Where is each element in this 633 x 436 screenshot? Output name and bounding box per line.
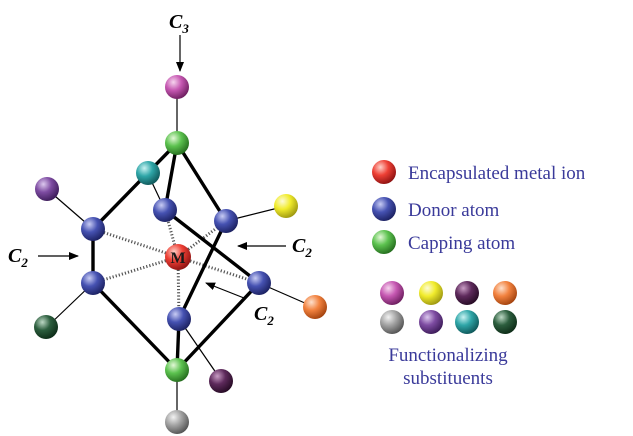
substituent-atoms [34, 75, 327, 434]
donor-atom [81, 271, 105, 295]
legend-donor-swatch [372, 197, 396, 221]
substituent-green-atom [34, 315, 58, 339]
legend: Encapsulated metal ion Donor atom Cappin… [372, 160, 586, 389]
capping-atom-bottom [165, 358, 189, 382]
bond-donor-plum [178, 318, 222, 381]
substituent-yellow-atom [274, 194, 298, 218]
legend-metal-label: Encapsulated metal ion [408, 163, 586, 184]
capping-atoms [165, 131, 189, 382]
substituent-swatches [380, 281, 517, 334]
swatch-orange [493, 281, 517, 305]
substituent-plum-atom [209, 369, 233, 393]
donor-atom [81, 217, 105, 241]
c2-left-label: C2 [8, 245, 28, 270]
substituents-title-line2: substituents [403, 368, 493, 389]
substituents-title-line1: Functionalizing [388, 345, 508, 366]
donor-atoms [81, 198, 271, 331]
donor-atom [247, 271, 271, 295]
swatch-grey [380, 310, 404, 334]
legend-donor-label: Donor atom [408, 200, 500, 221]
metal-label: M [170, 250, 185, 267]
c3-label: C3 [169, 11, 189, 36]
legend-metal-swatch [372, 160, 396, 184]
capping-atom-top [165, 131, 189, 155]
substituent-purple-atom [35, 177, 59, 201]
substituent-teal-atom [136, 161, 160, 185]
swatch-green [493, 310, 517, 334]
swatch-teal [455, 310, 479, 334]
donor-atom [214, 209, 238, 233]
donor-atom [167, 307, 191, 331]
substituent-orange-atom [303, 295, 327, 319]
legend-capping-label: Capping atom [408, 233, 515, 254]
substituent-pink-atom [165, 75, 189, 99]
legend-capping-swatch [372, 230, 396, 254]
c2-lower-label: C2 [254, 303, 274, 328]
swatch-pink [380, 281, 404, 305]
swatch-yellow [419, 281, 443, 305]
substituent-grey-atom [165, 410, 189, 434]
swatch-purple [419, 310, 443, 334]
c2-right-label: C2 [292, 235, 312, 260]
symmetry-axis-arrows [38, 35, 286, 299]
c2-lower-arrow [205, 282, 245, 299]
metal-ion [165, 244, 191, 270]
swatch-plum [455, 281, 479, 305]
donor-atom [153, 198, 177, 222]
